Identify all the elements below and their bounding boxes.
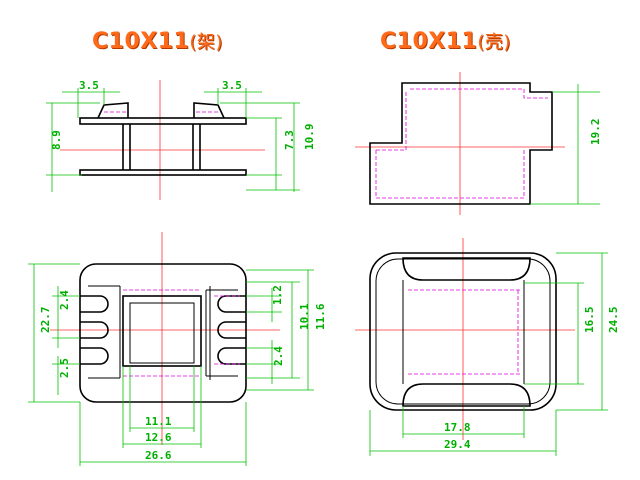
dim-bobbin-side-7p3: 7.3 (283, 130, 296, 150)
dim-case-side-19p2: 19.2 (589, 119, 602, 146)
bobbin-top-view (28, 232, 314, 466)
dim-bobbin-side-8p9: 8.9 (50, 130, 63, 150)
bobbin-side-view (46, 80, 300, 200)
dim-bobbin-top-11p6: 11.6 (314, 303, 327, 330)
dim-bobbin-top-2p4-left: 2.4 (58, 290, 71, 310)
case-top-view (355, 238, 608, 456)
dim-bobbin-top-26p6: 26.6 (145, 449, 172, 462)
dim-bobbin-top-1p2: 1.2 (271, 285, 284, 305)
case-title: C10X11(壳) (380, 28, 511, 54)
dim-bobbin-top-22p7: 22.7 (39, 307, 52, 334)
case-title-paren: (壳) (477, 32, 511, 53)
dim-bobbin-side-3p5-left: 3.5 (79, 79, 99, 92)
dim-bobbin-top-2p5-left: 2.5 (58, 358, 71, 378)
dim-bobbin-top-12p6: 12.6 (145, 431, 172, 444)
dim-bobbin-top-11p1: 11.1 (145, 415, 172, 428)
dim-bobbin-side-10p9: 10.9 (303, 124, 316, 151)
dim-case-top-29p4: 29.4 (444, 438, 471, 451)
bobbin-title-main: C10X11 (92, 29, 190, 54)
bobbin-title: C10X11(架) (92, 28, 223, 54)
dim-case-top-24p5: 24.5 (607, 307, 620, 334)
case-side-view (355, 72, 600, 215)
case-title-main: C10X11 (380, 29, 478, 54)
dim-bobbin-top-2p4-right: 2.4 (272, 346, 285, 366)
bobbin-title-paren: (架) (189, 32, 223, 53)
dim-case-top-16p5: 16.5 (583, 307, 596, 334)
dim-case-top-17p8: 17.8 (444, 421, 471, 434)
dim-bobbin-side-3p5-right: 3.5 (222, 79, 242, 92)
dim-bobbin-top-10p1: 10.1 (298, 303, 311, 330)
